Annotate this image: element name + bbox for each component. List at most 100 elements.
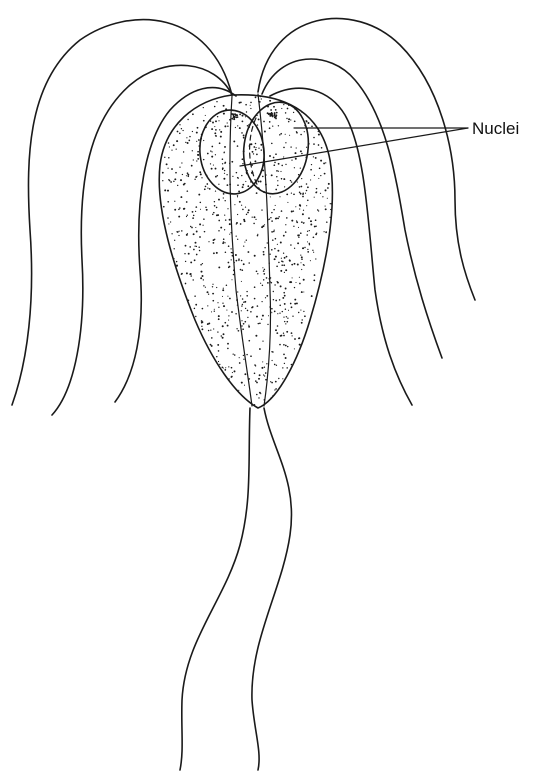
stipple-dot — [302, 213, 304, 215]
karyosome-dot — [235, 114, 237, 116]
stipple-dot — [333, 326, 335, 328]
stipple-dot — [165, 298, 167, 300]
stipple-dot — [254, 216, 256, 218]
stipple-dot — [183, 305, 184, 306]
stipple-dot — [255, 149, 257, 151]
stipple-dot — [270, 217, 271, 218]
stipple-dot — [338, 202, 340, 204]
stipple-dot — [176, 261, 177, 262]
stipple-dot — [291, 364, 293, 366]
stipple-dot — [328, 349, 329, 350]
stipple-dot — [231, 311, 233, 313]
stipple-dot — [316, 362, 317, 363]
stipple-dot — [283, 156, 284, 157]
stipple-dot — [289, 281, 291, 283]
stipple-dot — [194, 245, 195, 246]
stipple-dot — [218, 350, 220, 352]
stipple-dot — [222, 337, 224, 339]
stipple-dot — [169, 249, 170, 250]
stipple-dot — [274, 258, 276, 260]
stipple-dot — [333, 173, 335, 175]
stipple-dot — [192, 211, 194, 213]
stipple-dot — [241, 175, 242, 176]
stipple-dot — [284, 186, 285, 187]
stipple-dot — [210, 344, 212, 346]
stipple-dot — [228, 262, 230, 264]
stipple-dot — [200, 101, 202, 103]
stipple-dot — [335, 251, 337, 253]
stipple-dot — [225, 219, 226, 220]
stipple-dot — [185, 245, 187, 247]
stipple-dot — [273, 157, 275, 159]
stipple-dot — [177, 356, 179, 358]
stipple-dot — [214, 201, 215, 202]
stipple-dot — [227, 348, 229, 350]
stipple-dot — [215, 135, 216, 136]
stipple-dot — [175, 403, 176, 404]
stipple-dot — [292, 396, 293, 397]
stipple-dot — [242, 184, 244, 186]
stipple-dot — [274, 389, 275, 390]
stipple-dot — [273, 231, 275, 233]
stipple-dot — [248, 340, 250, 342]
stipple-dot — [243, 323, 245, 325]
stipple-dot — [224, 369, 226, 371]
stipple-dot — [204, 231, 206, 233]
stipple-dot — [262, 225, 264, 227]
stipple-dot — [214, 309, 215, 310]
stipple-dot — [246, 354, 247, 355]
stipple-dot — [199, 103, 200, 104]
stipple-dot — [258, 118, 260, 120]
stipple-dot — [261, 319, 262, 320]
stipple-dot — [328, 264, 329, 265]
stipple-dot — [155, 299, 156, 300]
stipple-dot — [338, 342, 340, 344]
stipple-dot — [299, 283, 301, 285]
stipple-dot — [271, 174, 273, 176]
stipple-dot — [189, 105, 190, 106]
stipple-dot — [320, 193, 321, 194]
stipple-dot — [294, 167, 295, 168]
stipple-dot — [241, 382, 243, 384]
stipple-dot — [218, 184, 219, 185]
stipple-dot — [208, 241, 209, 242]
stipple-dot — [259, 348, 261, 350]
stipple-dot — [201, 410, 203, 412]
stipple-dot — [261, 209, 262, 210]
stipple-dot — [219, 364, 220, 365]
stipple-dot — [323, 362, 325, 364]
stipple-dot — [317, 209, 318, 210]
stipple-dot — [298, 237, 299, 238]
stipple-dot — [250, 105, 251, 106]
stipple-dot — [313, 156, 314, 157]
stipple-dot — [317, 111, 319, 113]
stipple-dot — [207, 153, 209, 155]
stipple-dot — [306, 147, 307, 148]
stipple-dot — [305, 193, 306, 194]
stipple-dot — [245, 308, 246, 309]
stipple-dot — [218, 230, 220, 232]
stipple-dot — [303, 291, 304, 292]
stipple-dot — [168, 179, 170, 181]
stipple-dot — [292, 335, 293, 336]
stipple-dot — [171, 393, 172, 394]
stipple-dot — [269, 121, 271, 123]
stipple-dot — [331, 245, 333, 247]
stipple-dot — [221, 376, 223, 378]
stipple-dot — [284, 363, 285, 364]
stipple-dot — [336, 299, 338, 301]
stipple-dot — [329, 355, 330, 356]
stipple-dot — [320, 175, 321, 176]
stipple-dot — [333, 387, 335, 389]
stipple-dot — [163, 379, 164, 380]
stipple-dot — [206, 209, 208, 211]
karyosome-dot — [276, 114, 278, 116]
stipple-dot — [240, 223, 242, 225]
stipple-dot — [265, 297, 266, 298]
stipple-dot — [287, 404, 289, 406]
stipple-dot — [231, 259, 232, 260]
stipple-dot — [179, 307, 181, 309]
stipple-dot — [325, 208, 327, 210]
stipple-dot — [292, 373, 294, 375]
stipple-dot — [237, 196, 238, 197]
